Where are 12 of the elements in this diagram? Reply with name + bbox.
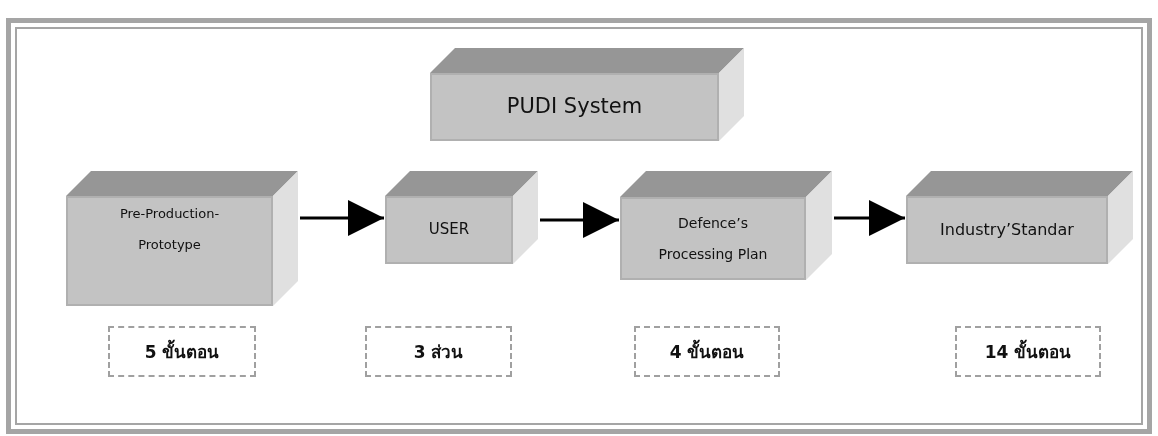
- box-label: Pre-Production- Prototype: [118, 204, 221, 254]
- box-label: Industry’Standar: [940, 219, 1074, 241]
- arrow: [540, 202, 619, 238]
- step-count-box: 5 ขั้นตอน: [108, 326, 256, 377]
- step-count-box: 14 ขั้นตอน: [955, 326, 1101, 377]
- box-label: Defence’s Processing Plan: [657, 213, 769, 264]
- arrow: [834, 200, 905, 236]
- step-count-box: 3 ส่วน: [365, 326, 512, 377]
- box-label: PUDI System: [506, 93, 643, 121]
- arrow: [300, 200, 384, 236]
- box-label: USER: [428, 220, 470, 240]
- step-count-box: 4 ขั้นตอน: [634, 326, 780, 377]
